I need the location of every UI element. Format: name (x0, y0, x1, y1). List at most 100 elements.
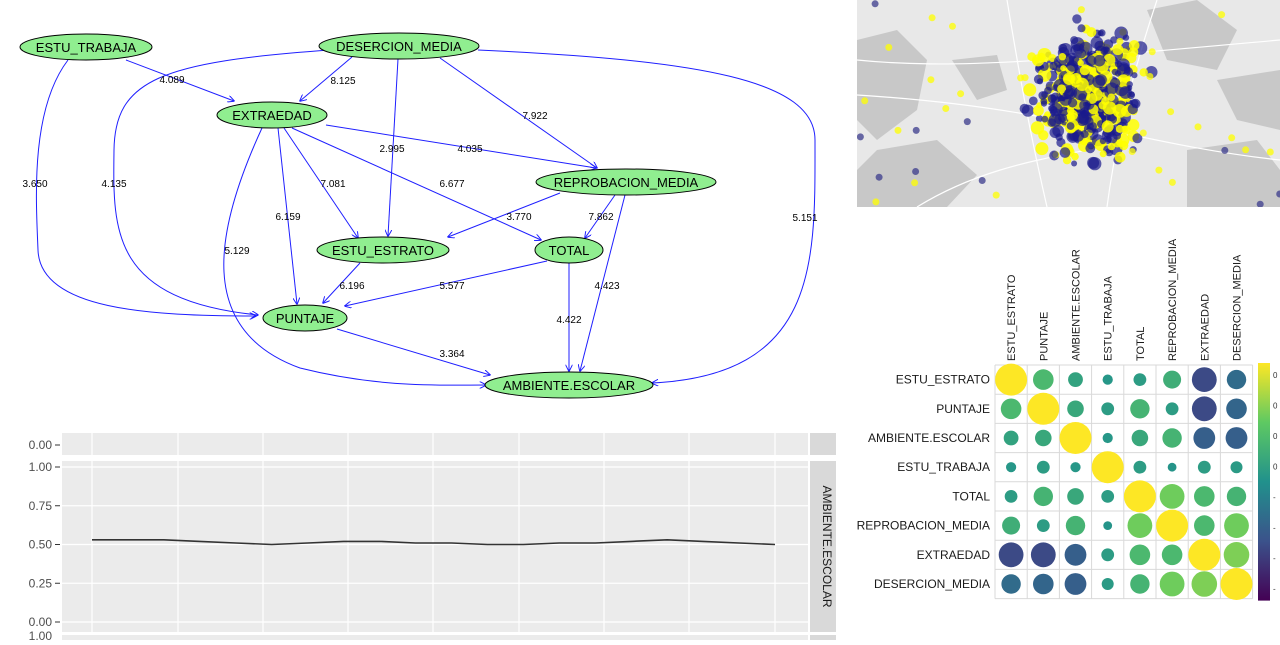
map-point-yellow (1062, 72, 1076, 86)
map-point-navy (1067, 98, 1078, 108)
map-point-navy (1052, 124, 1065, 137)
column-label: ESTU_ESTRATO (1006, 274, 1018, 361)
edge-label: 8.125 (330, 76, 355, 87)
corr-cell (1130, 574, 1150, 594)
map-point-navy (1040, 98, 1048, 105)
map-point-yellow (1058, 53, 1067, 61)
corr-cell (1159, 484, 1185, 509)
colorbar (1258, 363, 1270, 601)
map-point (978, 177, 986, 184)
edge-label: 5.151 (792, 213, 817, 224)
map-point-navy (1087, 156, 1100, 169)
map-point-navy (1111, 68, 1119, 76)
tick-label: 0.25 (29, 576, 53, 590)
corr-cell (1163, 370, 1182, 389)
edge-label: 3.770 (506, 212, 531, 223)
corr-cell (1188, 538, 1221, 571)
edge-extraedad-to-ambiente-escolar (223, 127, 486, 385)
map-point-yellow (1101, 120, 1114, 133)
facet-strip-bottom (810, 635, 836, 645)
corr-cell (1006, 462, 1017, 473)
map-point (1146, 73, 1154, 80)
edge-label: 3.364 (439, 349, 464, 360)
colorbar-tick: - (1273, 585, 1276, 594)
corr-cell (1004, 490, 1018, 503)
map-point (857, 133, 864, 141)
map-point (1242, 146, 1250, 154)
map-point-navy (1104, 114, 1111, 121)
facet-line-chart: 0.000.000.250.500.751.00AMBIENTE.ESCOLAR… (29, 433, 836, 645)
edge-label: 3.650 (22, 179, 47, 190)
map-point-navy (1077, 24, 1086, 33)
colorbar-tick: - (1273, 493, 1276, 502)
row-label: ESTU_ESTRATO (896, 373, 990, 387)
node-ellipse (316, 236, 450, 264)
terrain-patch (952, 55, 1007, 100)
map-point (942, 105, 950, 112)
column-label: ESTU_TRABAJA (1103, 275, 1115, 361)
map-point-yellow (1119, 140, 1129, 151)
tick-label: 0.00 (29, 438, 53, 452)
corr-cell (1197, 460, 1211, 474)
map-point-yellow (1075, 77, 1089, 91)
corr-cell (1230, 461, 1243, 474)
edge-label: 6.196 (339, 281, 364, 292)
map-point-navy (1048, 113, 1062, 127)
map-point (1074, 50, 1082, 58)
map-point-navy (1033, 74, 1044, 85)
facet-strip-main (810, 461, 836, 632)
map-point-navy (1049, 102, 1063, 117)
edge-label: 4.035 (457, 144, 482, 155)
map-point-navy (1094, 40, 1105, 52)
map-point (1167, 108, 1175, 116)
edge-label: 5.129 (224, 246, 249, 257)
edge-desercion-media-to-puntaje (113, 49, 331, 315)
map-point (911, 179, 919, 187)
edge-reprobacion-media-to-estu-estrato (448, 192, 561, 237)
column-label: AMBIENTE.ESCOLAR (1071, 249, 1083, 361)
map-point-yellow (1060, 65, 1067, 72)
map-point-yellow (1102, 101, 1117, 115)
row-label: DESERCION_MEDIA (874, 577, 990, 591)
node-ellipse (318, 32, 480, 60)
map-point-navy (1059, 147, 1071, 158)
map-point-yellow (1085, 86, 1092, 94)
map-point (1194, 123, 1202, 131)
column-label: REPROBACION_MEDIA (1167, 238, 1179, 361)
map-point (1128, 148, 1136, 155)
corr-cell (1161, 544, 1183, 566)
corr-cell (1002, 516, 1021, 535)
corr-cell (1068, 372, 1083, 387)
edge-label: 4.423 (594, 281, 619, 292)
map-point-yellow (1107, 142, 1116, 151)
road-line (857, 39, 1280, 65)
edge-extraedad-to-puntaje (277, 127, 297, 304)
tick-label: 1.00 (29, 629, 53, 640)
map-point-yellow (1086, 93, 1098, 104)
edge-desercion-media-to-estu-estrato (388, 58, 399, 236)
corr-cell (1064, 543, 1087, 566)
map-point-yellow (1035, 142, 1049, 156)
corr-cell (1101, 548, 1115, 562)
map-point-navy (1093, 54, 1106, 67)
row-label: REPROBACION_MEDIA (857, 519, 990, 533)
map-panel (857, 0, 1280, 207)
corr-cell (1003, 430, 1019, 446)
corr-cell (1223, 542, 1250, 568)
map-point-navy (1063, 88, 1074, 99)
map-point-navy (1035, 115, 1043, 123)
edge-estu-trabaja-to-extraedad (125, 59, 234, 101)
map-point (949, 22, 956, 30)
corr-cell (1102, 432, 1113, 444)
edge-desercion-media-to-reprobacion-media (439, 57, 597, 168)
map-point-navy (1127, 103, 1138, 115)
node-reprobacion-media: REPROBACION_MEDIA (535, 168, 717, 196)
point-map (857, 0, 1280, 207)
node-ellipse (534, 236, 604, 264)
node-total: TOTAL (534, 236, 604, 264)
edge-estu-estrato-to-puntaje (323, 262, 361, 303)
map-point-yellow (1032, 56, 1040, 64)
node-label: PUNTAJE (276, 311, 335, 326)
